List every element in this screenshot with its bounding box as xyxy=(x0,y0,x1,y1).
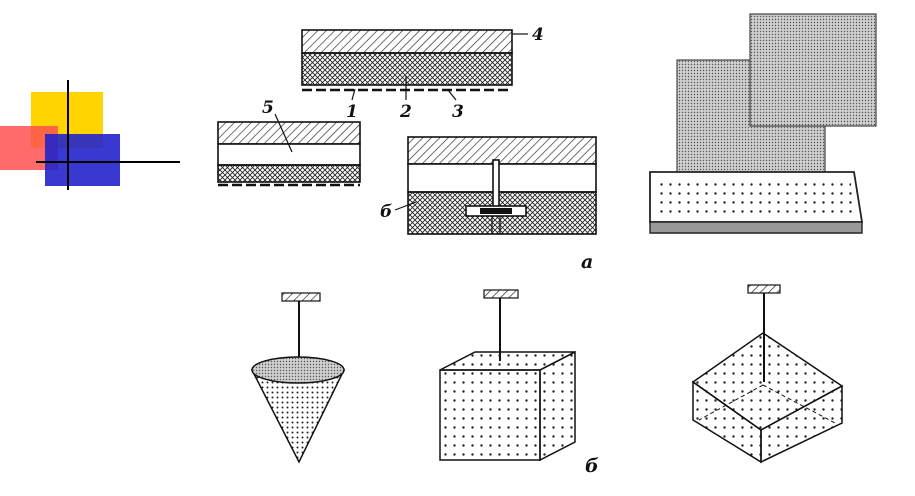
caption-b: б xyxy=(585,455,599,477)
cube-absorber xyxy=(439,289,576,462)
section-diagram-top xyxy=(301,29,528,101)
section-diagram-air-gap xyxy=(217,113,361,187)
label-3: 3 xyxy=(452,102,464,122)
label-4: 4 xyxy=(532,25,544,45)
section-diagram-mounting xyxy=(394,136,597,235)
caption-a: а xyxy=(581,251,593,273)
corner-logo xyxy=(0,80,180,190)
label-6: б xyxy=(380,202,392,222)
acoustic-panels xyxy=(649,13,877,234)
label-1: 1 xyxy=(346,102,358,122)
label-5: 5 xyxy=(262,98,274,118)
cone-absorber xyxy=(250,292,346,464)
logo-blue-square xyxy=(45,134,120,186)
label-2: 2 xyxy=(399,102,412,122)
box-absorber xyxy=(691,284,844,464)
